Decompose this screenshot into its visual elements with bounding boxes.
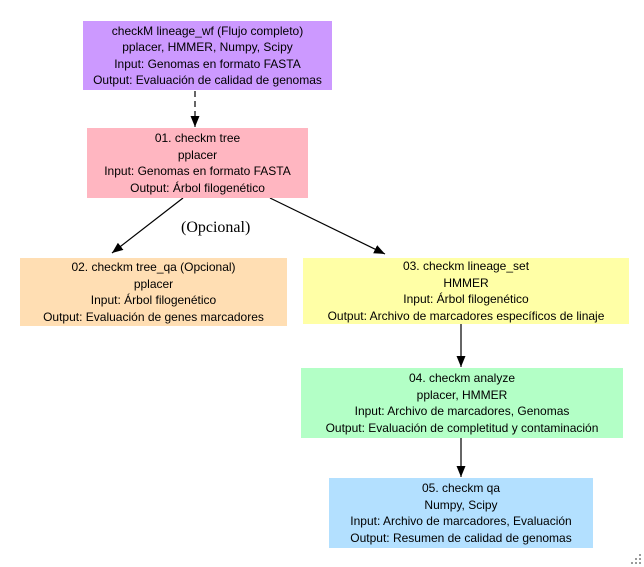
node-output: Output: Evaluación de completitud y cont… bbox=[325, 420, 599, 435]
node-checkm-tree: 01. checkm tree pplacer Input: Genomas e… bbox=[87, 128, 308, 198]
node-checkm-lineage-wf: checkM lineage_wf (Flujo completo) pplac… bbox=[83, 21, 332, 90]
edge-label-opcional: (Opcional) bbox=[181, 219, 251, 236]
node-tools: pplacer, HMMER bbox=[416, 387, 508, 402]
node-input: Input: Genomas en formato FASTA bbox=[104, 164, 291, 178]
node-input: Input: Árbol filogenético bbox=[90, 293, 217, 307]
node-title: 02. checkm tree_qa (Opcional) bbox=[71, 260, 236, 274]
node-tools: pplacer, HMMER, Numpy, Scipy bbox=[122, 40, 293, 54]
node-input: Input: Archivo de marcadores, Evaluación bbox=[350, 514, 572, 528]
node-output: Output: Evaluación de genes marcadores bbox=[43, 309, 264, 324]
node-title: 04. checkm analyze bbox=[408, 371, 516, 385]
node-checkm-analyze: 04. checkm analyze pplacer, HMMER Input:… bbox=[301, 368, 623, 438]
node-input: Input: Árbol filogenético bbox=[403, 292, 529, 306]
node-tools: pplacer bbox=[133, 276, 174, 291]
node-title: 01. checkm tree bbox=[154, 131, 241, 145]
node-checkm-lineage-set: 03. checkm lineage_set HMMER Input: Árbo… bbox=[303, 258, 629, 324]
node-checkm-qa: 05. checkm qa Numpy, Scipy Input: Archiv… bbox=[329, 478, 593, 548]
node-input: Input: Genomas en formato FASTA bbox=[114, 56, 301, 71]
node-title: 03. checkm lineage_set bbox=[402, 259, 530, 273]
node-output: Output: Árbol filogenético bbox=[130, 180, 265, 195]
node-output: Output: Archivo de marcadores específico… bbox=[327, 308, 605, 323]
node-output: Output: Evaluación de calidad de genomas bbox=[93, 73, 322, 87]
node-title: 05. checkm qa bbox=[421, 481, 501, 495]
edge-tree-to-tree-qa-arrow bbox=[111, 197, 184, 254]
node-tools: Numpy, Scipy bbox=[424, 497, 498, 512]
node-input: Input: Archivo de marcadores, Genomas bbox=[354, 404, 570, 418]
node-output: Output: Resumen de calidad de genomas bbox=[350, 530, 572, 545]
node-tools: HMMER bbox=[443, 275, 489, 290]
node-title: checkM lineage_wf (Flujo completo) bbox=[111, 23, 304, 38]
resize-grip-icon[interactable] bbox=[629, 552, 643, 566]
node-checkm-tree-qa: 02. checkm tree_qa (Opcional) pplacer In… bbox=[20, 258, 287, 326]
edge-tree-to-lineage-set-arrow bbox=[269, 197, 386, 255]
node-tools: pplacer bbox=[177, 147, 218, 162]
